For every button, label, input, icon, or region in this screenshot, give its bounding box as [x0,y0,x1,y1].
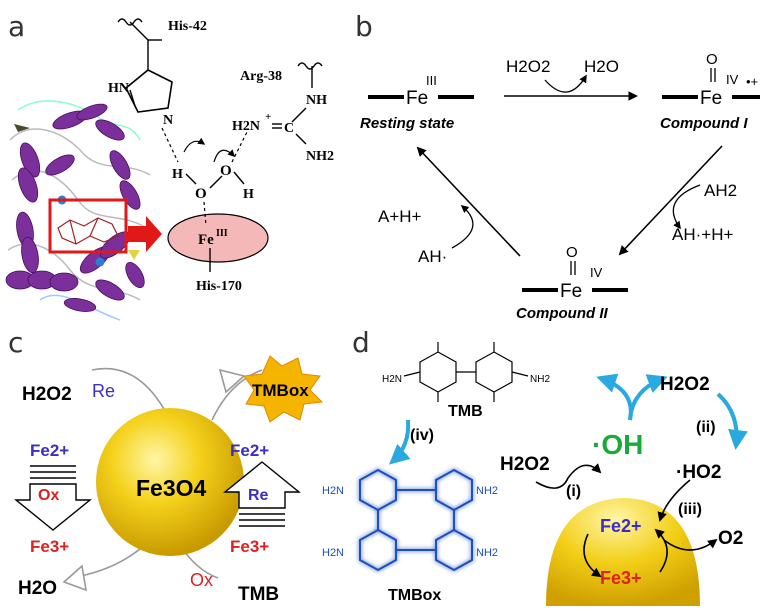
d-h2o2-left: H2O2 [500,454,550,475]
down-arrow [14,465,92,531]
arg-nh2: NH2 [306,149,334,164]
d-o2: O2 [718,528,743,549]
up-arrow [223,461,301,527]
c-fe3-right: Fe3+ [230,537,269,556]
c-h2o: H2O [18,578,57,599]
fe3o4-dome [546,498,700,606]
c-tmbox: TMBox [252,381,309,400]
tmb-nh2: NH2 [530,374,550,385]
c-tmb: TMB [238,584,279,605]
h-left: H [172,167,183,182]
o-right: O [220,163,232,179]
d-tmbox: TMBox [388,587,441,604]
his42-label: His-42 [168,19,207,34]
comp1-o: O [706,51,718,68]
c-h2o2: H2O2 [22,384,72,405]
panel-c-letter: c [8,326,23,359]
panel-d-letter: d [352,326,370,359]
ah2-label: AH2 [704,181,737,200]
tmb-structure [403,342,529,402]
panel-b-letter: b [355,10,373,43]
comp2-o: O [566,244,578,261]
panel-a-letter: a [8,10,25,43]
d-fe2: Fe2+ [600,516,642,536]
c-re-right: Re [248,487,269,504]
resting-fe: Fe [406,88,428,109]
h2o2-in: H2O2 [506,57,550,76]
tmbox-h2n-top: H2N [322,485,344,497]
imidazole-n: N [163,113,173,128]
fe-label: Fe [198,232,214,248]
o-left: O [195,186,207,202]
h-right: H [243,187,254,202]
d-step-ii: (ii) [696,419,716,436]
tmbox-h2n-bottom: H2N [322,547,344,559]
tmbox-nh2-bottom: NH2 [476,547,498,559]
d-ho2: ·HO2 [676,462,721,483]
imidazole-hn: HN [108,81,129,96]
fe3o4-label: Fe3O4 [136,475,207,501]
h2o-out: H2O [584,57,619,76]
c-fe2-left: Fe2+ [30,441,69,460]
d-h2o2-top: H2O2 [660,374,710,395]
tmb-h2n: H2N [382,374,402,385]
arg-nh: NH [306,93,327,108]
fe-oxstate: III [216,228,228,239]
panel-c: c H2O2 Re TMBox Fe2+ Ox Fe3+ Fe3O4 Fe2+ [8,326,324,605]
active-site-box [48,198,128,254]
fe3o4-particle [96,408,244,556]
heme-sketch [57,217,119,245]
comp2-oxstate: IV [590,265,603,280]
comp1-fe: Fe [700,88,722,109]
c-fe3-left: Fe3+ [30,537,69,556]
tmbox-structure [359,468,473,572]
ahdot-h-label: AH·+H+ [672,225,733,244]
resting-oxstate: III [426,73,437,88]
comp1-radical: •+ [746,74,758,89]
heme-ellipse [167,213,269,263]
arg-h2n: H2N [232,119,260,134]
compound-i-label: Compound I [660,115,748,132]
ahdot-label: AH· [418,247,447,266]
c-ox-left: Ox [38,487,59,504]
panel-d: d H2N NH2 TMB H2N NH2 H2N [322,326,748,606]
d-step-i: (i) [566,483,581,500]
tmbox-nh2-top: NH2 [476,485,498,497]
arg-c: C [284,121,294,136]
d-tmb: TMB [448,403,483,420]
d-fe3: Fe3+ [600,568,642,588]
d-oh-radical: ·OH [592,429,643,460]
a-plus-h-label: A+H+ [378,207,422,226]
arg-plus: + [265,111,271,123]
compound-ii-label: Compound II [516,305,608,322]
protein-ribbon [5,100,151,321]
arg38-label: Arg-38 [240,69,282,84]
resting-state-label: Resting state [360,115,454,132]
his170-label: His-170 [196,279,242,294]
comp2-fe: Fe [560,281,582,302]
active-site-chemistry: His-42 HN N H O O H Arg-38 NH [108,18,334,294]
panel-b: b Fe III Resting state H2O2 H2O Fe O IV … [355,10,760,322]
tmbox-starburst [243,355,324,423]
c-ox-bottom: Ox [190,570,213,590]
zoom-arrow [128,216,162,252]
c-fe2-right: Fe2+ [230,441,269,460]
comp1-oxstate: IV [726,72,739,87]
panel-a: a [5,10,334,321]
d-step-iv: (iv) [410,427,434,444]
d-step-iii: (iii) [678,501,702,518]
c-re-top: Re [92,381,115,401]
